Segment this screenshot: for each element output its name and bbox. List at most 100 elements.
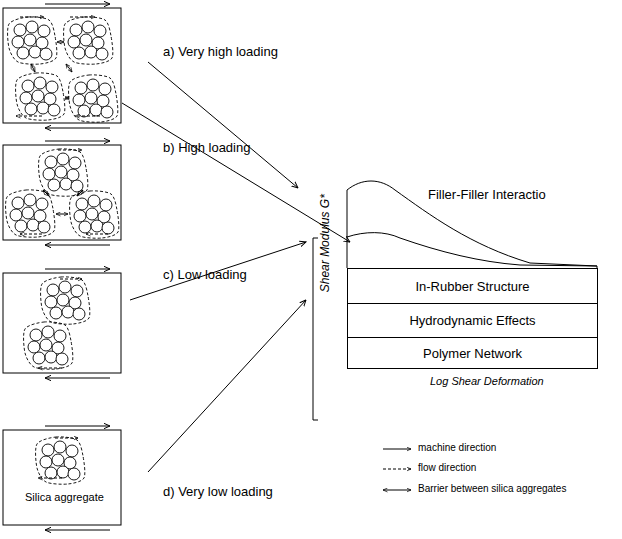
flow-arrow [38, 368, 62, 369]
legend-sample [383, 469, 411, 470]
loading-panel [3, 426, 121, 530]
silica-particle [96, 48, 108, 60]
flow-arrow [38, 478, 62, 479]
silica-particle [73, 47, 85, 59]
silica-particle [48, 104, 60, 116]
silica-particle [86, 208, 98, 220]
silica-particle [52, 454, 64, 466]
flow-arrow [55, 438, 78, 439]
silica-particle [55, 166, 67, 178]
leader-arrow [130, 242, 306, 300]
machine-arrow [45, 269, 110, 270]
panel-frame [3, 8, 121, 123]
silica-particle [40, 339, 52, 351]
panel-frame [3, 430, 121, 525]
silica-aggregate [41, 277, 90, 324]
loading-panel [3, 269, 121, 378]
silica-particle [99, 83, 111, 95]
silica-aggregate [70, 191, 119, 238]
silica-particle [75, 82, 87, 94]
flow-arrow [75, 116, 100, 117]
silica-particle [45, 296, 57, 308]
silica-particle [62, 306, 74, 318]
silica-particle [73, 308, 85, 320]
silica-aggregate [39, 149, 88, 196]
silica-particle [71, 180, 83, 192]
flow-arrow [70, 17, 95, 18]
aggregate-outline [64, 17, 113, 64]
flow-arrow [58, 150, 82, 151]
mechanism-band: Hydrodynamic Effects [347, 303, 598, 338]
silica-particle [45, 351, 57, 363]
silica-particle [54, 330, 66, 342]
silica-aggregate [16, 73, 65, 120]
silica-particle [38, 221, 50, 233]
machine-arrow [45, 128, 110, 129]
silica-particle [37, 102, 49, 114]
silica-particle [82, 21, 94, 33]
silica-aggregate [6, 190, 55, 237]
silica-particle [85, 92, 97, 104]
machine-arrow [45, 530, 110, 531]
silica-particle [32, 90, 44, 102]
leader-arrow [148, 300, 306, 472]
silica-particle [74, 210, 86, 222]
axis-label: Log Shear Deformation [430, 375, 544, 388]
silica-particle [102, 222, 114, 234]
silica-particle [24, 194, 36, 206]
silica-particle [24, 34, 36, 46]
aggregate-outline [41, 277, 90, 324]
silica-particle [36, 198, 48, 210]
silica-particle [20, 92, 32, 104]
bracket [313, 238, 318, 420]
silica-particle [28, 341, 40, 353]
band-label: Polymer Network [423, 346, 522, 361]
silica-aggregate [8, 17, 57, 64]
silica-particle [100, 199, 112, 211]
barrier-arrow [77, 190, 83, 196]
band-label: In-Rubber Structure [415, 279, 529, 294]
silica-particle [68, 36, 80, 48]
panel-frame [3, 273, 121, 373]
silica-particle [59, 281, 71, 293]
silica-particle [12, 36, 24, 48]
barrier-arrow [43, 190, 49, 196]
silica-particle [69, 157, 81, 169]
legend-sample [383, 490, 411, 491]
loading-label: a) Very high loading [163, 44, 278, 60]
mechanism-band: Polymer Network [347, 337, 598, 369]
silica-particle [57, 466, 69, 478]
silica-particle [57, 294, 69, 306]
silica-particle [25, 103, 37, 115]
silica-particle [42, 444, 54, 456]
leader-arrow [122, 103, 350, 242]
silica-particle [40, 48, 52, 60]
silica-particle [34, 77, 46, 89]
machine-arrow [45, 245, 110, 246]
legend-sample [383, 449, 411, 450]
aggregate-outline [39, 149, 88, 196]
silica-aggregate [36, 437, 85, 484]
machine-arrow [45, 4, 110, 5]
legend-text: machine direction [418, 442, 496, 454]
silica-particle [17, 47, 29, 59]
aggregate-outline [70, 191, 119, 238]
loading-label: d) Very low loading [163, 484, 273, 500]
legend-text: Barrier between silica aggregates [418, 483, 566, 495]
silica-particle [50, 307, 62, 319]
aggregate-outline [8, 17, 57, 64]
loading-label: b) High loading [163, 140, 250, 156]
silica-particle [29, 46, 41, 58]
silica-particle [46, 81, 58, 93]
silica-particle [70, 24, 82, 36]
loading-panel [3, 4, 121, 128]
silica-particle [48, 179, 60, 191]
silica-particle [45, 467, 57, 479]
panel-frame [3, 145, 121, 240]
aggregate-outline [69, 75, 118, 122]
axis-label: Shear Modulus G* [318, 163, 332, 323]
band-label: Hydrodynamic Effects [409, 313, 535, 328]
loading-panel [3, 141, 121, 245]
silica-particle [10, 209, 22, 221]
silica-particle [40, 456, 52, 468]
